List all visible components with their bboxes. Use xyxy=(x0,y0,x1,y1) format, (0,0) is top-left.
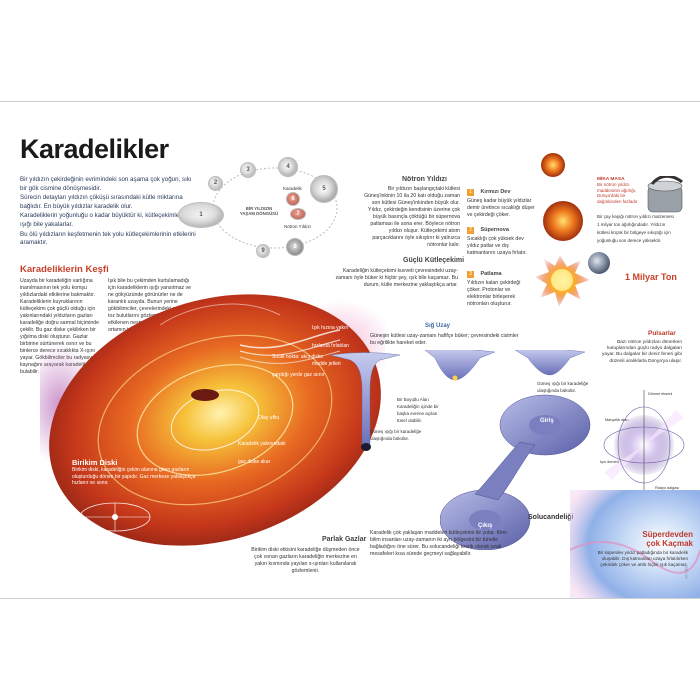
neutron-text: Bir yıldızın başlangıçtaki kütlesi Güneş… xyxy=(364,186,460,248)
supernova-text: Bir süperdev yıldız patladığında bir kar… xyxy=(597,550,688,567)
pulsar-text: Bazı nötron yıldızları dönerken kutuplar… xyxy=(602,340,682,364)
lifecycle-node-4: 4 xyxy=(278,157,298,177)
mass-caption: Bir çay kaşığı nötron yıldızı malzemesi … xyxy=(597,213,677,245)
lifecycle-node-6: 6 xyxy=(286,192,300,206)
neutron-star-images xyxy=(535,153,610,307)
lifecycle-node-9: 9 xyxy=(256,244,270,258)
wormhole-entry-label: Giriş xyxy=(540,418,554,424)
mass-heading: 1 Milyar Ton xyxy=(625,272,677,282)
disk-center-text: Olay ufku xyxy=(258,415,280,421)
step-text: Sıcaklığı çok yüksek dev yıldız patlar v… xyxy=(467,236,527,256)
pulsar-label-2: Işın demeti xyxy=(600,460,619,464)
intro-paragraph: Karadeliklerin yoğunluğu o kadar büyüktü… xyxy=(20,212,191,228)
spacetime-heading: Sığ Uzay xyxy=(425,323,451,329)
wormhole-illustration xyxy=(440,394,591,550)
disk-jet-text: Işık hızına yakın hızlarda fırlatılan ma… xyxy=(312,325,349,367)
strong-gravity-text: Karadeliğin kütleçekimi kuvveti çevresin… xyxy=(335,268,458,288)
lifecycle-node-1: 1 xyxy=(178,202,224,228)
lifecycle-center-label: BİR YILDIZIN YAŞAM DÖNGÜSÜ xyxy=(239,206,279,216)
bottom-rule xyxy=(0,598,700,599)
intro-paragraph: Bir yıldızın çekirdeğinin evrimindeki so… xyxy=(20,176,192,192)
disk-companion-label: Karadelik yakınındaki gaz diske akar xyxy=(238,432,290,468)
strong-gravity-heading: Güçlü Kütleçekimi xyxy=(403,257,465,264)
page-number: 207 ADJ xyxy=(684,565,689,579)
spacetime-deep-text: Güneş ışığı bir karadeliğe ulaştığında b… xyxy=(537,381,589,393)
step-text: Yıldızın kalan çekirdeği çöker. Protonla… xyxy=(467,280,521,307)
disk-hotspot-label: Sıcak nokta: akış diske çarptığı yerde g… xyxy=(272,345,330,381)
spacetime-bridge-text: Bir Boyutlu Alan Karadeliğin içinde bir … xyxy=(397,397,439,423)
funnel-note-1: Güneş ışığı bir karadeliğe ulaştığında b… xyxy=(370,428,430,442)
lifecycle-node-3: 3 xyxy=(240,162,256,178)
funnel-note-text: Güneş ışığı bir karadeliğe ulaştığında b… xyxy=(370,429,422,441)
neutron-heading: Nötron Yıldızı xyxy=(402,176,447,183)
lifecycle-node-2: 2 xyxy=(208,176,223,191)
wormhole-exit-label: Çıkış xyxy=(478,523,493,529)
top-rule xyxy=(0,101,700,102)
bright-gas-text: Birikim diski etkisini karadeliğe düşmed… xyxy=(251,547,360,574)
disk-description: Birikim diski, karadeliğin çekim alanına… xyxy=(72,467,196,487)
wormhole-text: Karadelik çok yaklaşan maddeleri kütleçe… xyxy=(370,530,507,557)
disk-title: Birikim Diski xyxy=(72,458,118,467)
disk-jet-label: Işık hızına yakın hızlarda fırlatılan ma… xyxy=(312,316,362,370)
intro-text: Bir yıldızın çekirdeğinin evrimindeki so… xyxy=(20,176,198,249)
spacetime-text: Güneşin kütlesi uzay-zamanı hafifçe büke… xyxy=(370,333,519,346)
step-number: 3 xyxy=(467,271,474,278)
intro-paragraph: Sürecin detayları yıldızın çöküşü sırası… xyxy=(20,194,183,210)
step-number: 1 xyxy=(467,189,474,196)
lifecycle-label-notron: Nötron Yıldızı xyxy=(284,224,312,229)
lifecycle-node-7: 7 xyxy=(290,208,306,220)
disk-title-block: Birikim Diski Birikim diski, karadeliğin… xyxy=(72,458,202,487)
disk-companion-text: Karadelik yakınındaki gaz diske akar xyxy=(238,441,286,465)
lifecycle-node-8: 8 xyxy=(286,238,304,256)
pulsar-illustration xyxy=(603,390,685,495)
intro-paragraph: Bu ölü yıldızların keşfetmenin tek yolu … xyxy=(20,230,196,247)
accretion-disk-illustration xyxy=(40,294,385,546)
neutron-step-2: 2 Süpernova Sıcaklığı çok yüksek dev yıl… xyxy=(467,218,535,257)
spacetime-funnels xyxy=(330,350,586,451)
lifecycle-node-5: 5 xyxy=(310,175,338,203)
supernova-heading-line1: Süperdevden xyxy=(642,530,693,539)
wormhole-heading: Solucandeliği xyxy=(528,514,574,521)
discovery-heading: Karadeliklerin Keşfi xyxy=(20,264,109,275)
disk-hotspot-text: Sıcak nokta: akış diske çarptığı yerde g… xyxy=(272,354,325,378)
lifecycle-diagram: 1 2 3 4 5 6 7 8 9 BİR YILDIZIN YAŞAM DÖN… xyxy=(178,150,350,265)
mass-caption-text: Bir çay kaşığı nötron yıldızı malzemesi … xyxy=(597,214,674,243)
page-title: Karadelikler xyxy=(20,134,169,164)
aside-title: MİKA MASA xyxy=(597,177,625,182)
step-text: Güneş kadar büyük yıldızlar demir üretin… xyxy=(467,198,535,218)
step-number: 2 xyxy=(467,227,474,234)
disk-center-label: Olay ufku xyxy=(258,406,308,424)
pulsar-label-4: Radyo dalgası xyxy=(655,486,680,490)
supernova-heading: Süperdevden çok Kaçmak xyxy=(627,530,693,548)
teaspoon-icon xyxy=(647,176,683,213)
neutron-step-3: 3 Patlama Yıldızın kalan çekirdeği çöker… xyxy=(467,262,535,308)
supernova-heading-line2: çok Kaçmak xyxy=(646,539,693,548)
neutron-step-1: 1 Kırmızı Dev Güneş kadar büyük yıldızla… xyxy=(467,180,535,219)
step-title: Kırmızı Dev xyxy=(480,189,511,195)
supernova-illustration xyxy=(570,490,700,598)
step-title: Süpernova xyxy=(480,227,509,233)
aside-text: Bir nötron yıldızı maddesinin ağırlığı, … xyxy=(597,182,639,204)
mass-aside: MİKA MASA Bir nötron yıldızı maddesinin … xyxy=(597,177,649,204)
lifecycle-label-karadelik: Karadelik xyxy=(283,186,302,191)
bright-gas-heading: Parlak Gazlar xyxy=(322,536,367,543)
pulsar-label-1: Manyetik alan xyxy=(605,418,629,422)
pulsar-heading: Pulsarlar xyxy=(648,330,676,337)
step-title: Patlama xyxy=(480,271,502,277)
pulsar-label-3: Dönme ekseni xyxy=(648,392,673,396)
